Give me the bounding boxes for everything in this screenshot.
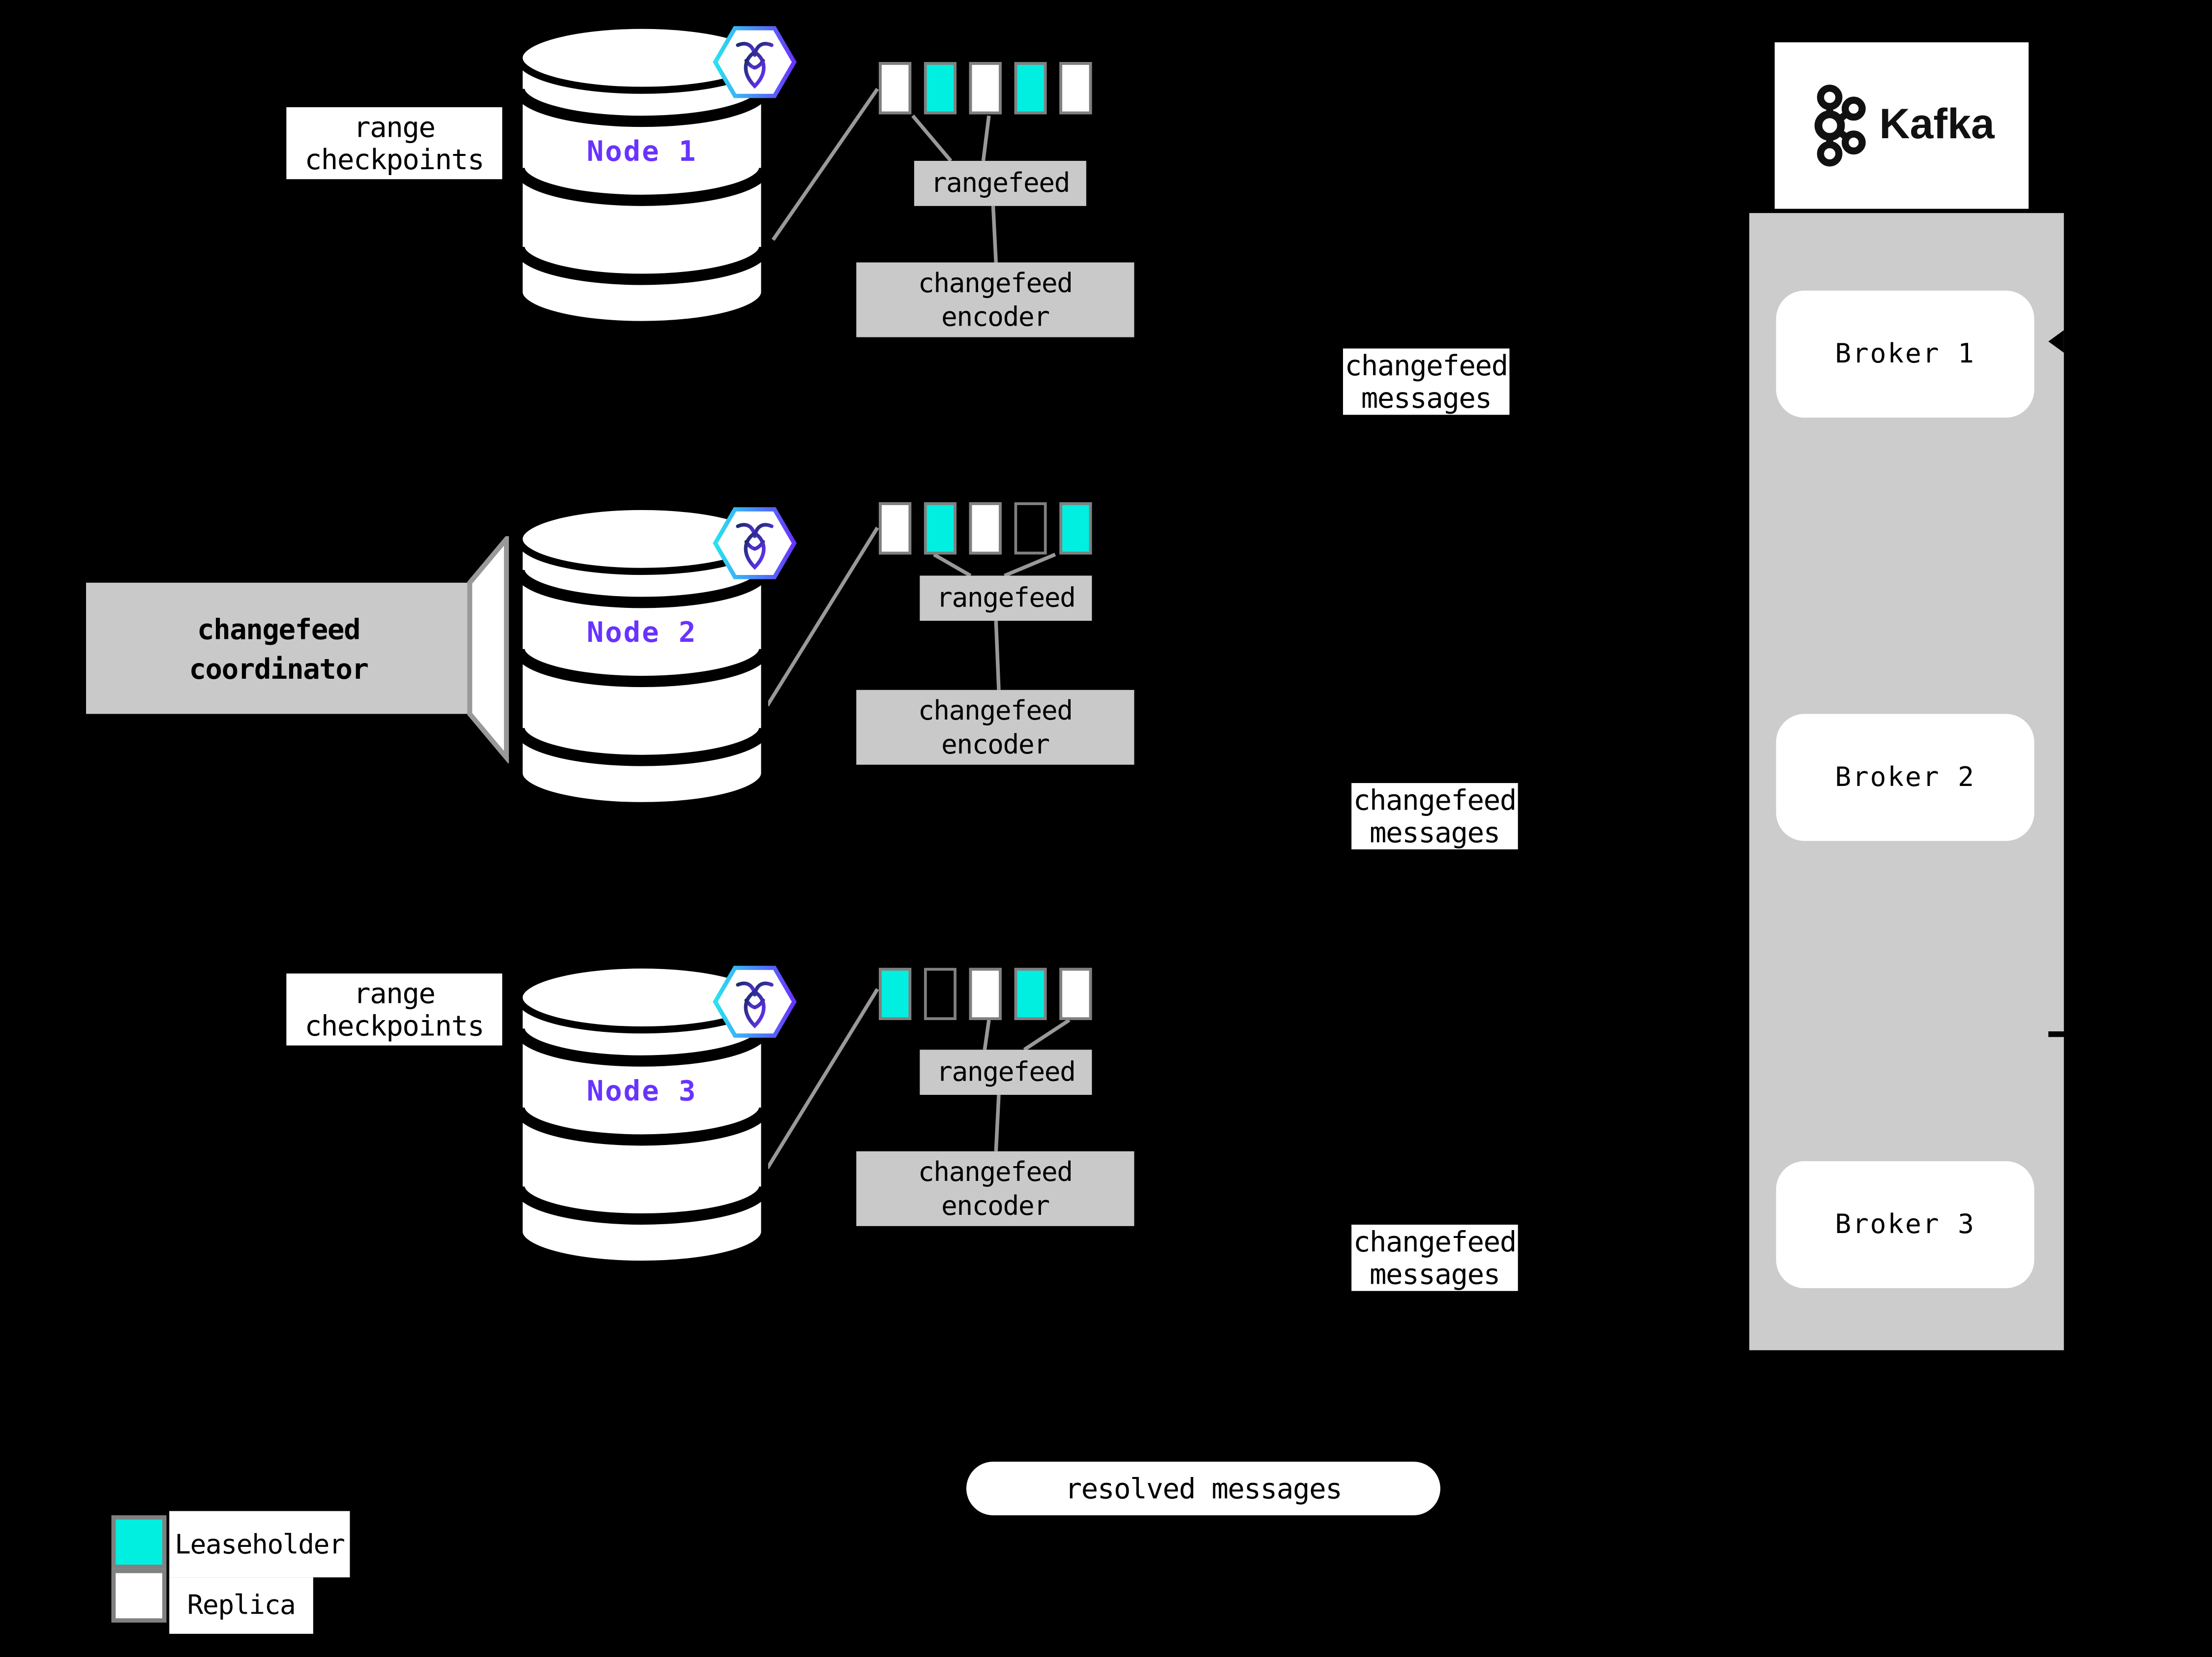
range-cell [1014, 62, 1047, 115]
changefeed-coordinator-box: changefeed coordinator [86, 582, 472, 714]
changefeed-messages-label: changefeed messages [1351, 783, 1518, 849]
kafka-broker-container: Broker 1 Broker 2 Broker 3 [1749, 213, 2064, 1351]
coordinator-flag-icon [467, 536, 509, 763]
legend-replica-label: Replica [169, 1577, 313, 1634]
node-name: Node 2 [586, 615, 697, 649]
cockroachdb-logo-icon [713, 965, 797, 1038]
range-cell [969, 502, 1002, 555]
changefeed-encoder-box: changefeed encoder [856, 690, 1135, 765]
legend-replica-swatch [111, 1568, 167, 1623]
legend-leaseholder-swatch [111, 1515, 167, 1569]
range-cell [1014, 967, 1047, 1021]
label-line: checkpoints [304, 1008, 485, 1042]
rangefeed-box: rangefeed [914, 161, 1086, 206]
label-line: encoder [941, 1190, 1050, 1221]
label-line: changefeed [1353, 1224, 1517, 1258]
database-cylinder-icon [515, 503, 769, 810]
kafka-broker: Broker 3 [1776, 1161, 2034, 1289]
label-line: changefeed [197, 611, 361, 646]
range-cell [1059, 62, 1092, 115]
changefeed-messages-label: changefeed messages [1351, 1224, 1518, 1291]
range-cell [879, 502, 912, 555]
resolved-messages-pill: resolved messages [966, 1461, 1440, 1515]
range-cell [1014, 502, 1047, 555]
cockroachdb-logo-icon [713, 26, 797, 98]
label-line: messages [1369, 814, 1500, 849]
label-line: Replica [187, 1590, 296, 1622]
broker-label: Broker 3 [1835, 1209, 1975, 1240]
database-cylinder-icon [515, 961, 769, 1268]
arrow-dash [2048, 1031, 2065, 1037]
range-cell [924, 967, 957, 1021]
range-cell [879, 967, 912, 1021]
range-cell [969, 62, 1002, 115]
node-name: Node 1 [586, 134, 697, 168]
broker-label: Broker 2 [1835, 762, 1975, 793]
range-cell [924, 62, 957, 115]
label-line: rangefeed [930, 168, 1071, 199]
rangefeed-box: rangefeed [920, 575, 1092, 621]
database-cylinder-icon [515, 22, 769, 328]
label-line: rangefeed [936, 1056, 1076, 1088]
label-line: changefeed [918, 694, 1073, 726]
range-cell [1059, 967, 1092, 1021]
label-line: messages [1361, 380, 1492, 414]
kafka-broker: Broker 2 [1776, 714, 2034, 841]
label-line: changefeed [1353, 782, 1517, 816]
kafka-logo-icon [1815, 85, 1866, 167]
range-checkpoints-label-bottom: range checkpoints [286, 973, 503, 1046]
range-cell [969, 967, 1002, 1021]
range-checkpoints-label-top: range checkpoints [286, 107, 503, 180]
label-line: range [353, 109, 436, 144]
kafka-wordmark: Kafka [1879, 101, 1995, 149]
label-line: coordinator [189, 651, 369, 685]
label-line: messages [1369, 1256, 1500, 1291]
label-line: Leaseholder [175, 1529, 345, 1560]
label-line: changefeed [1345, 348, 1509, 382]
arrowhead-icon [2048, 330, 2064, 353]
range-cell [1059, 502, 1092, 555]
range-cell [924, 502, 957, 555]
changefeed-messages-label: changefeed messages [1343, 348, 1510, 415]
node-name: Node 3 [586, 1074, 697, 1108]
label-line: encoder [941, 301, 1050, 332]
rangefeed-box: rangefeed [920, 1050, 1092, 1095]
label-line: encoder [941, 728, 1050, 760]
label-line: resolved messages [1065, 1471, 1342, 1506]
label-line: range [353, 975, 436, 1010]
label-line: changefeed [918, 1156, 1073, 1187]
changefeed-encoder-box: changefeed encoder [856, 1151, 1135, 1226]
changefeed-encoder-box: changefeed encoder [856, 262, 1135, 337]
label-line: changefeed [918, 267, 1073, 299]
kafka-logo-box: Kafka [1774, 42, 2029, 209]
label-line: rangefeed [936, 582, 1076, 614]
cockroachdb-logo-icon [713, 507, 797, 579]
kafka-broker: Broker 1 [1776, 290, 2034, 418]
broker-label: Broker 1 [1835, 338, 1975, 370]
legend-leaseholder-label: Leaseholder [169, 1511, 350, 1578]
label-line: checkpoints [304, 142, 485, 176]
range-cell [879, 62, 912, 115]
